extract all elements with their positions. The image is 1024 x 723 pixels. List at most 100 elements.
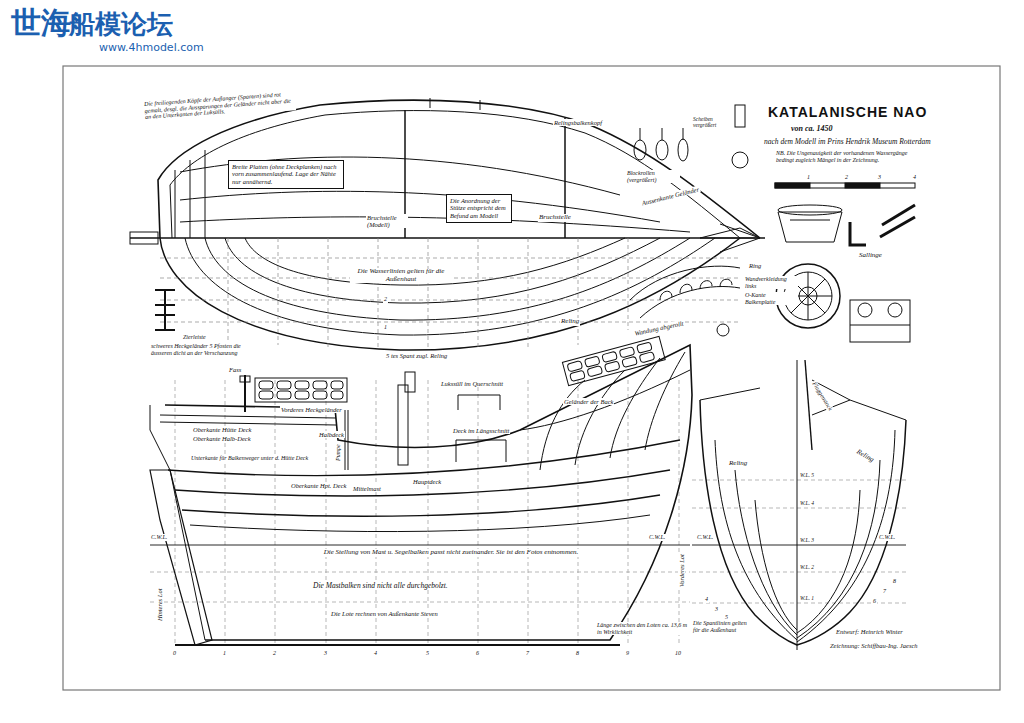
detail-drawings [850, 325, 910, 326]
hull-profile [478, 380, 479, 645]
railing-grid [313, 391, 327, 399]
body-plan [692, 572, 906, 573]
railing-grid [255, 378, 347, 402]
plan-label: nach dem Modell im Prins Hendrik Museum … [763, 138, 932, 146]
hull-profile [165, 345, 692, 640]
detail-drawings [155, 290, 175, 330]
detail-drawings [562, 336, 665, 385]
body-plan [797, 490, 860, 633]
plan-label: 7 [882, 588, 887, 595]
hull-profile [160, 415, 336, 418]
plan-label: Wandverkleidung links [744, 276, 798, 289]
plan-label: C.W.L. [648, 534, 666, 541]
plan-label: Zeichnung: Schiffbau-Ing. Jaesch [829, 642, 919, 649]
watermark: 世海 [10, 6, 72, 39]
plan-label: Halbdeck [318, 431, 345, 438]
plan-label: Bruchstelle (Modell) [366, 214, 408, 228]
half-breadth-waterlines [205, 238, 690, 320]
detail-drawings [732, 152, 748, 168]
body-plan [692, 508, 906, 509]
hull-profile [376, 380, 377, 645]
plan-label: Die Mastbalken sind nicht alle durchgebo… [312, 582, 449, 590]
plan-label: 6 [475, 650, 480, 657]
plan-label: C.W.L. [878, 534, 896, 541]
hull-profile [150, 470, 212, 645]
body-plan [715, 440, 797, 640]
plan-label: Hauptdeck [412, 478, 442, 485]
plan-label: Länge zwischen den Loten ca. 13,6 m in W… [596, 622, 688, 635]
plan-label: Fass [228, 366, 242, 373]
railing-grid [295, 381, 309, 389]
note-box: Die Anordnung der Stütze entspricht dem … [446, 194, 512, 223]
detail-drawings [639, 352, 655, 363]
plan-label: Wandung abgerollt [633, 319, 685, 337]
detail-drawings [717, 324, 729, 336]
hull-profile [175, 644, 620, 646]
plan-label: C.W.L. [696, 534, 714, 541]
detail-drawings [622, 356, 638, 367]
plan-label: 6 [872, 598, 877, 605]
plan-label: 8 [575, 650, 580, 657]
detail-drawings [244, 375, 246, 412]
plan-label: Vorderes Heckgeländer [280, 406, 343, 413]
detail-drawings [562, 336, 665, 385]
detail-drawings [634, 140, 646, 160]
plan-label: schweres Heckgeländer 5 Pfosten die äuss… [150, 343, 242, 356]
railing-grid [259, 381, 273, 389]
detail-drawings [656, 140, 668, 160]
hull-profile [175, 380, 176, 645]
note-text: Breite Platten (ohne Deckplanken) nach v… [232, 163, 340, 185]
railing-grid [255, 378, 347, 402]
plan-title: KATALANISCHE NAO [766, 104, 929, 120]
hull-profile [168, 440, 680, 476]
plan-label: Relingsbalkenkopf [553, 119, 603, 126]
plan-label: Die freiliegenden Köpfe der Auflanger (S… [143, 90, 296, 120]
detail-drawings [587, 366, 603, 377]
plan-label: 5 [425, 650, 430, 657]
hull-profile [679, 380, 680, 645]
plan-label: Entwurf: Heinrich Winter [835, 628, 904, 635]
watermark: 船模论坛 [68, 10, 174, 39]
half-breadth-waterlines [160, 238, 740, 350]
hull-profile [610, 358, 660, 458]
hull-profile [160, 422, 336, 425]
half-breadth-waterlines [378, 238, 379, 350]
plan-label: W.L. 4 [799, 500, 815, 506]
plan-label: W.L. 1 [799, 595, 815, 601]
railing-grid [295, 391, 309, 399]
plan-label: Lukssüll im Querschnitt [440, 380, 504, 387]
detail-drawings [456, 440, 506, 462]
detail-drawings [683, 128, 684, 140]
detail-drawings [775, 183, 810, 188]
detail-drawings [604, 361, 620, 372]
plan-label: Zierleiste [182, 334, 207, 341]
plan-label: Aussenkante Geländer [640, 185, 701, 207]
deck-plan [480, 100, 481, 110]
hull-profile [578, 380, 579, 645]
railing-grid [277, 381, 291, 389]
half-breadth-waterlines [428, 238, 429, 350]
detail-drawings [845, 183, 880, 188]
body-plan [797, 360, 798, 650]
hull-profile [575, 370, 625, 465]
plan-label: Flaggenstock [810, 380, 834, 413]
hull-profile [150, 572, 690, 573]
body-plan [797, 460, 880, 638]
hull-profile [150, 602, 690, 603]
hull-profile [326, 380, 327, 645]
plan-label: C.W.L. [150, 534, 168, 541]
plan-label: 0 [172, 650, 177, 657]
plan-label: 7 [525, 650, 530, 657]
hull-profile [520, 370, 690, 430]
note-box: Breite Platten (ohne Deckplanken) nach v… [228, 160, 344, 189]
deck-plan [205, 150, 206, 238]
plan-label: 8 [892, 578, 897, 585]
sheet-frame [63, 66, 1000, 690]
detail-drawings [880, 217, 915, 237]
plan-label: Mittelmast [352, 485, 382, 492]
plan-label: Oberkante Halb-Deck [192, 435, 252, 442]
plan-label: Ring [748, 262, 762, 269]
half-breadth-waterlines [478, 238, 479, 350]
hull-profile [150, 345, 692, 645]
